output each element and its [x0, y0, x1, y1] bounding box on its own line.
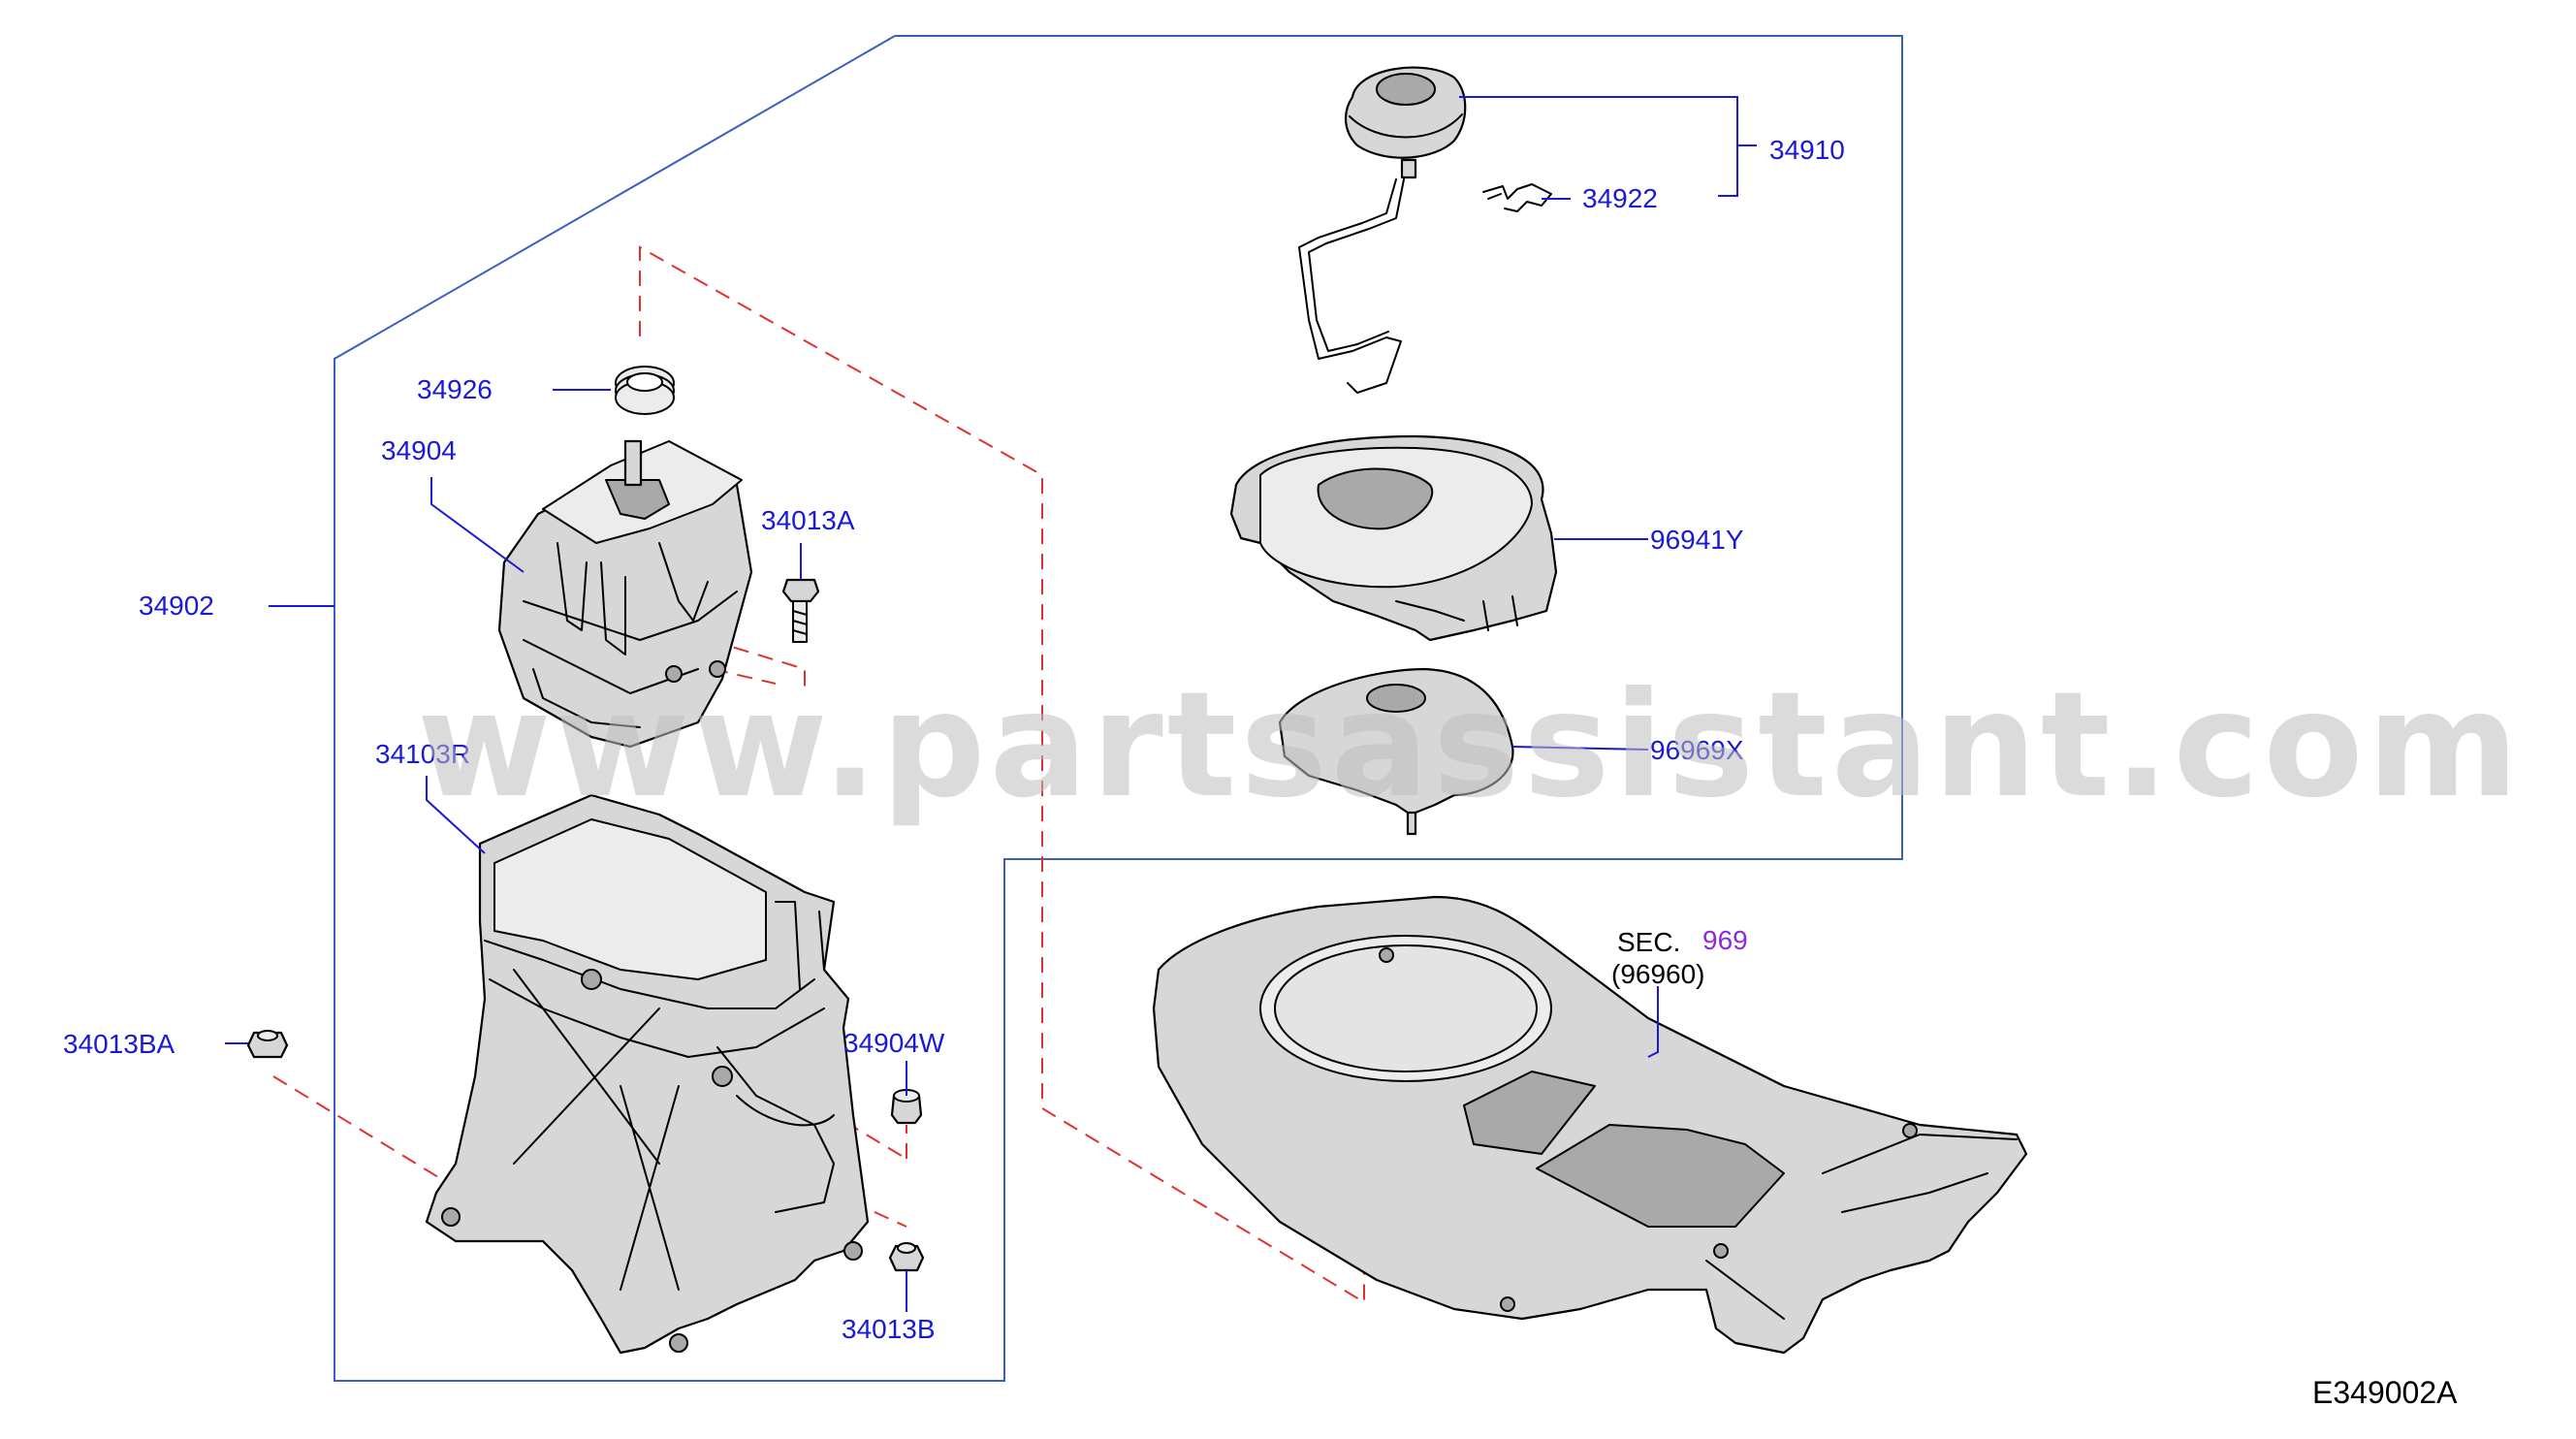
section-prefix: SEC.	[1617, 927, 1680, 957]
assembly-frame	[334, 35, 1903, 1382]
label-34013B[interactable]: 34013B	[842, 1314, 936, 1344]
label-34926[interactable]: 34926	[417, 374, 493, 404]
watermark: www.partsassistant.com	[417, 661, 2523, 830]
label-96969X[interactable]: 96969X	[1650, 735, 1744, 765]
label-34902[interactable]: 34902	[139, 591, 214, 621]
clip-drawing	[1482, 183, 1552, 212]
section-number-link[interactable]: 969	[1702, 925, 1748, 955]
console-finisher-drawing	[1152, 895, 2028, 1355]
leader-lines	[225, 96, 1757, 1312]
label-34922[interactable]: 34922	[1582, 183, 1658, 213]
label-34904[interactable]: 34904	[381, 435, 457, 465]
label-34904W[interactable]: 34904W	[843, 1028, 945, 1058]
nut-ba-drawing	[246, 1030, 289, 1059]
bolt-drawing	[781, 578, 820, 643]
label-34910[interactable]: 34910	[1769, 135, 1845, 165]
shift-knob-drawing	[1298, 66, 1467, 394]
shifter-mechanism-drawing	[497, 439, 753, 749]
bracket-housing-drawing	[425, 793, 870, 1355]
label-34013A[interactable]: 34013A	[761, 505, 855, 535]
label-96941Y[interactable]: 96941Y	[1650, 525, 1744, 555]
label-34013BA[interactable]: 34013BA	[63, 1029, 175, 1059]
section-sub-ref: (96960)	[1611, 959, 1705, 989]
diagram-code: E349002A	[2312, 1375, 2458, 1410]
knob-cover-drawing	[1278, 667, 1514, 836]
console-cover-drawing	[1229, 434, 1558, 642]
nut-b-drawing	[888, 1242, 925, 1272]
label-34103R[interactable]: 34103R	[375, 739, 470, 769]
boot-ring-drawing	[615, 366, 675, 415]
